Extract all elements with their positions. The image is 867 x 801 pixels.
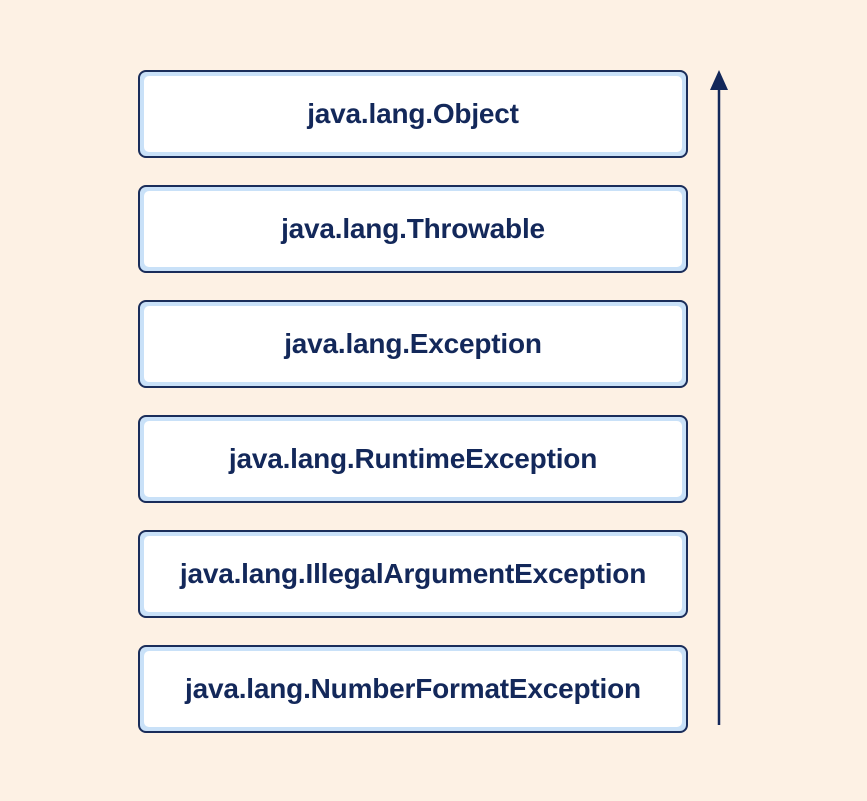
arrow-up-icon	[710, 70, 728, 725]
class-box-inner: java.lang.Object	[144, 76, 682, 152]
class-label: java.lang.NumberFormatException	[185, 673, 641, 704]
arrow-head	[710, 70, 728, 90]
class-box-illegal-argument-exception: java.lang.IllegalArgumentException	[138, 530, 688, 618]
class-box-inner: java.lang.Exception	[144, 306, 682, 382]
class-box-inner: java.lang.IllegalArgumentException	[144, 536, 682, 612]
class-label: java.lang.Exception	[284, 328, 542, 359]
class-box-inner: java.lang.NumberFormatException	[144, 651, 682, 727]
class-box-object: java.lang.Object	[138, 70, 688, 158]
class-label: java.lang.Object	[307, 98, 519, 129]
class-label: java.lang.RuntimeException	[228, 443, 598, 474]
class-box-throwable: java.lang.Throwable	[138, 185, 688, 273]
class-box-number-format-exception: java.lang.NumberFormatException	[138, 645, 688, 733]
class-box-inner: java.lang.RuntimeException	[144, 421, 682, 497]
class-box-inner: java.lang.Throwable	[144, 191, 682, 267]
class-box-runtime-exception: java.lang.RuntimeException	[138, 415, 688, 503]
class-box-exception: java.lang.Exception	[138, 300, 688, 388]
class-label: java.lang.IllegalArgumentException	[179, 558, 647, 589]
class-label: java.lang.Throwable	[281, 213, 545, 244]
